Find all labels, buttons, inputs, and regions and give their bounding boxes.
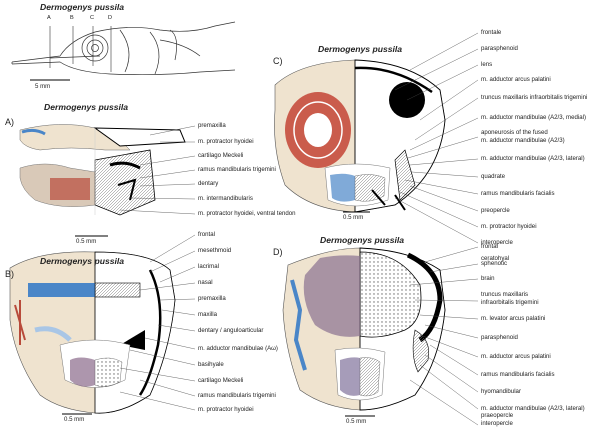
panel-d-label: hyomandibular bbox=[481, 388, 521, 395]
panel-d-label: brain bbox=[481, 275, 495, 282]
panel-c-label: preopercle bbox=[481, 207, 510, 214]
overview-title: Dermogenys pussila bbox=[40, 2, 125, 12]
panel-a-label: ramus mandibularis trigemini bbox=[198, 166, 276, 173]
panel-b-label: lacrimal bbox=[198, 263, 219, 270]
overview-scale-label: 5 mm bbox=[35, 83, 51, 90]
panel-d-title: Dermogenys pussila bbox=[320, 235, 405, 245]
panel-d-label: praeopercle bbox=[481, 412, 514, 419]
panel-c-leader-lines bbox=[394, 32, 479, 244]
panel-c-label: m. protractor hyoidei bbox=[481, 223, 537, 230]
panel-a-label: m. protractor hyoidei bbox=[198, 138, 254, 145]
section-mark-b: B bbox=[70, 15, 74, 21]
panel-b-label: premaxilla bbox=[198, 295, 226, 302]
panel-b-leader-lines bbox=[119, 234, 196, 411]
panel-a-letter: A) bbox=[5, 117, 14, 127]
panel-a-leader-lines bbox=[119, 125, 196, 215]
panel-d-label: infraorbitalis trigemini bbox=[481, 299, 539, 306]
panel-c-scale-label: 0.5 mm bbox=[343, 214, 364, 221]
section-mark-c: C bbox=[90, 15, 95, 21]
panel-b-scale-label: 0.5 mm bbox=[64, 416, 85, 423]
panel-d-label: frontal bbox=[481, 243, 498, 250]
panel-c-label: lens bbox=[481, 61, 493, 68]
panel-d-label: interopercle bbox=[481, 420, 513, 427]
panel-c-label: ramus mandibularis facialis bbox=[481, 190, 555, 197]
panel-c-label: m. adductor mandibulae (A2/3, medial) bbox=[481, 114, 587, 121]
panel-a-label: m. intermandibularis bbox=[198, 195, 253, 202]
panel-b-label: nasal bbox=[198, 279, 213, 286]
panel-d-label: sphenotic bbox=[481, 260, 508, 267]
panel-c-label: m. adductor arcus palatini bbox=[481, 76, 551, 83]
panel-a-label: premaxilla bbox=[198, 122, 226, 129]
panel-b-letter: B) bbox=[5, 269, 14, 279]
panel-b-label: m. adductor mandibulae (Aω) bbox=[198, 345, 278, 352]
panel-c-label: aponeurosis of the fused bbox=[481, 129, 548, 136]
panel-d-label: m. adductor mandibulae (A2/3, lateral) bbox=[481, 405, 585, 412]
section-mark-d: D bbox=[108, 15, 113, 21]
panel-c-label: frontale bbox=[481, 29, 502, 36]
panel-b-title: Dermogenys pussila bbox=[40, 256, 125, 266]
panel-d-scale-label: 0.5 mm bbox=[346, 418, 367, 425]
panel-a-label: m. protractor hyoidei, ventral tendon bbox=[198, 210, 296, 217]
panel-d-label: m. levator arcus palatini bbox=[481, 315, 546, 322]
panel-c-label: interopercle bbox=[481, 239, 513, 246]
panel-a-label: dentary bbox=[198, 180, 219, 187]
panel-c-title: Dermogenys pussila bbox=[318, 44, 403, 54]
panel-c-label: m. adductor mandibulae (A2/3, lateral) bbox=[481, 155, 585, 162]
panel-c-label: m. adductor mandibulae (A2/3) bbox=[481, 137, 565, 144]
panel-b-section bbox=[9, 251, 176, 414]
panel-d-label: m. adductor arcus palatini bbox=[481, 353, 551, 360]
panel-d-label: ramus mandibularis facialis bbox=[481, 371, 555, 378]
panel-b-label: basihyale bbox=[198, 361, 224, 368]
panel-b-label: mesethmoid bbox=[198, 247, 232, 254]
panel-d-leader-lines bbox=[409, 246, 479, 426]
panel-d-label: parasphenoid bbox=[481, 334, 518, 341]
overview-section-lines bbox=[49, 26, 112, 72]
panel-b-label: maxilla bbox=[198, 311, 217, 318]
panel-b-label: ramus mandibularis trigemini bbox=[198, 392, 276, 399]
panel-c-label: parasphenoid bbox=[481, 45, 518, 52]
panel-a-title: Dermogenys pussila bbox=[44, 102, 129, 112]
overview-fish-drawing bbox=[11, 21, 236, 76]
panel-c-section bbox=[274, 59, 446, 213]
panel-c-label: truncus maxillaris infraorbitalis trigem… bbox=[481, 94, 588, 101]
section-mark-a: A bbox=[47, 15, 51, 21]
panel-c-letter: C) bbox=[273, 56, 283, 66]
panel-d-letter: D) bbox=[273, 247, 283, 257]
panel-a-scale-label: 0.5 mm bbox=[76, 238, 97, 245]
panel-d-section bbox=[282, 247, 446, 411]
panel-b-label: cartilago Meckeli bbox=[198, 377, 244, 384]
panel-c-label: ceratohyal bbox=[481, 255, 510, 262]
panel-b-label: dentary / anguloarticular bbox=[198, 327, 264, 334]
panel-b-label: m. protractor hyoidei bbox=[198, 406, 254, 413]
panel-a-section bbox=[19, 124, 186, 216]
panel-b-label: frontal bbox=[198, 231, 215, 238]
panel-a-label: cartilago Meckeli bbox=[198, 152, 244, 159]
panel-d-label: truncus maxillaris bbox=[481, 291, 529, 298]
panel-c-label: quadrate bbox=[481, 173, 506, 180]
